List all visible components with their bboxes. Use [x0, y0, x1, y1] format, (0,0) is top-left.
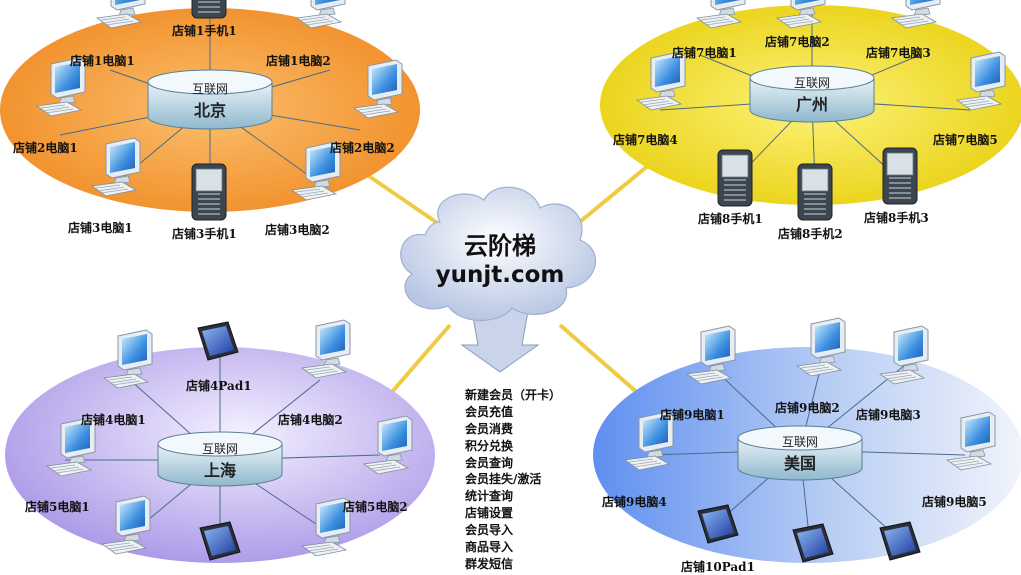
feature-item: 店铺设置 — [465, 506, 514, 521]
city-label: 广州 — [795, 95, 828, 114]
feature-item: 统计查询 — [465, 489, 514, 504]
device-label: 店铺8手机2 — [778, 227, 843, 241]
feature-item: 会员查询 — [465, 455, 514, 470]
hub-usa — [737, 425, 863, 481]
network-label: 互联网 — [781, 435, 818, 449]
device-label: 店铺1手机1 — [172, 24, 237, 38]
device-label: 店铺8手机3 — [864, 211, 929, 225]
device-label: 店铺3手机1 — [172, 227, 237, 241]
cloud-domain: yunjt.com — [435, 262, 565, 288]
device-label: 店铺9电脑3 — [856, 408, 921, 422]
hub-guangzhou — [749, 65, 875, 123]
feature-item: 会员充值 — [465, 404, 514, 419]
feature-item: 群发短信 — [465, 556, 514, 571]
phone-icon — [882, 147, 918, 205]
network-label: 互联网 — [191, 82, 228, 96]
device-label: 店铺4Pad1 — [186, 379, 252, 393]
device-label: 店铺4电脑2 — [278, 413, 343, 427]
hub-shanghai-label: 互联网 上海 — [160, 440, 280, 481]
hub-usa-label: 互联网 美国 — [740, 433, 860, 474]
device-label: 店铺7电脑4 — [613, 133, 678, 147]
phone-icon — [191, 0, 227, 19]
phone-icon — [191, 163, 227, 221]
device-label: 店铺1电脑2 — [266, 54, 331, 68]
hub-beijing-label: 互联网 北京 — [150, 80, 270, 121]
device-label: 店铺7电脑2 — [765, 35, 830, 49]
feature-item: 商品导入 — [465, 540, 514, 555]
device-label: 店铺7电脑3 — [866, 46, 931, 60]
device-label: 店铺4电脑1 — [81, 413, 146, 427]
phone-icon — [797, 163, 833, 221]
phone-icon — [717, 149, 753, 207]
device-label: 店铺2电脑2 — [330, 141, 395, 155]
cloud-title: 云阶梯 — [464, 232, 536, 260]
connector-guangzhou — [568, 158, 657, 232]
city-label: 北京 — [193, 101, 226, 120]
feature-item: 会员挂失/激活 — [465, 472, 542, 487]
device-label: 店铺9电脑5 — [922, 495, 987, 509]
device-label: 店铺5电脑2 — [343, 500, 408, 514]
device-label: 店铺9电脑1 — [660, 408, 725, 422]
hub-beijing — [147, 69, 273, 130]
device-label: 店铺10Pad1 — [681, 560, 755, 574]
city-label: 上海 — [203, 461, 236, 480]
network-label: 互联网 — [793, 76, 830, 90]
feature-item: 会员消费 — [465, 421, 514, 436]
network-label: 互联网 — [201, 442, 238, 456]
hub-guangzhou-label: 互联网 广州 — [752, 74, 872, 115]
device-label: 店铺1电脑1 — [70, 54, 135, 68]
hub-shanghai — [157, 431, 283, 487]
connector-usa — [558, 323, 642, 397]
device-label: 店铺9电脑4 — [602, 495, 667, 509]
device-label: 店铺8手机1 — [698, 212, 763, 226]
feature-item: 会员导入 — [465, 523, 514, 538]
feature-item: 新建会员（开卡） — [465, 388, 562, 402]
device-label: 店铺2电脑1 — [13, 141, 78, 155]
device-label: 店铺3电脑2 — [265, 223, 330, 237]
device-label: 店铺3电脑1 — [68, 221, 133, 235]
feature-list: 新建会员（开卡） 会员充值 会员消费 积分兑换 会员查询 会员挂失/激活 统计查… — [465, 387, 561, 573]
device-label: 店铺5电脑1 — [25, 500, 90, 514]
feature-item: 积分兑换 — [465, 438, 514, 453]
device-label: 店铺7电脑1 — [672, 46, 737, 60]
connector-shanghai — [383, 323, 452, 402]
city-label: 美国 — [783, 454, 816, 473]
device-label: 店铺7电脑5 — [933, 133, 998, 147]
device-label: 店铺9电脑2 — [775, 401, 840, 415]
cloud-icon — [400, 186, 597, 373]
